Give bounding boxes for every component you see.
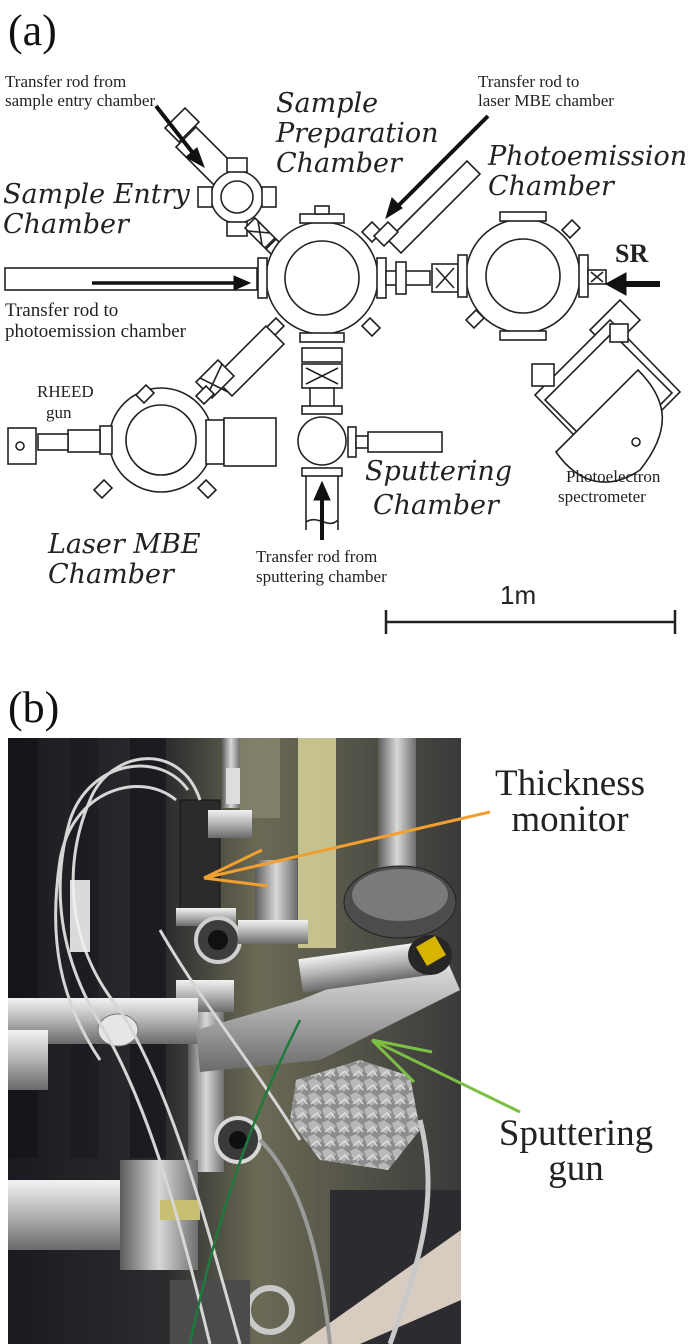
arrows-a	[92, 104, 660, 540]
arrowhead-mbe	[385, 197, 403, 220]
label-sputter-1: Sputtering	[365, 456, 512, 487]
thickness-arrow-head-lower	[203, 876, 269, 888]
green-wire	[188, 1019, 302, 1344]
label-mbe-1: Laser MBE	[47, 529, 201, 560]
label-mbe-2: Chamber	[48, 559, 176, 590]
label-rod-to-mbe-2: laser MBE chamber	[478, 91, 614, 110]
label-sputter-2: Chamber	[373, 490, 501, 521]
label-photo-2: Chamber	[488, 171, 616, 202]
labels-a: Transfer rod from sample entry chamber T…	[3, 72, 687, 590]
apparatus-photo	[8, 738, 461, 1344]
upper-right-column	[378, 738, 416, 878]
arrowhead-sputter	[313, 480, 331, 501]
label-rod-from-sputter-1: Transfer rod from	[256, 547, 377, 566]
label-rod-to-photo-2: photoemission chamber	[5, 321, 187, 342]
label-prep-2: Preparation	[275, 118, 439, 149]
label-prep-3: Chamber	[276, 148, 404, 179]
scale-label: 1m	[500, 580, 536, 610]
label-entry-1: Sample Entry	[3, 179, 191, 210]
arrowhead-entry	[185, 147, 205, 169]
label-thickness-2: monitor	[511, 799, 628, 840]
label-sr: SR	[615, 239, 648, 268]
label-rheed-2: gun	[46, 403, 72, 422]
label-rheed-1: RHEED	[37, 382, 94, 401]
vacuum-system-drawing	[4, 106, 682, 530]
arrowhead-photo	[233, 275, 252, 291]
sputter-arrow-shaft	[371, 1038, 521, 1114]
arrow-rod-to-mbe	[390, 114, 490, 214]
label-spectrometer-2: spectrometer	[558, 487, 646, 506]
label-prep-1: Sample	[276, 88, 378, 119]
label-rod-from-entry-1: Transfer rod from	[5, 72, 126, 91]
scale-bar: 1m	[384, 580, 677, 634]
sputter-arrow-head-upper	[371, 1038, 433, 1054]
panel-b-label: (b)	[8, 683, 59, 732]
thickness-monitor-arrow	[203, 810, 491, 888]
label-thickness-1: Thickness	[495, 763, 645, 804]
arrowhead-sr	[604, 272, 627, 296]
sputter-arrow-head-lower	[370, 1038, 416, 1084]
label-spectrometer-1: Photoelectron	[566, 467, 661, 486]
label-rod-to-mbe-1: Transfer rod to	[478, 72, 579, 91]
panel-a-label: (a)	[8, 6, 57, 55]
label-entry-2: Chamber	[3, 209, 131, 240]
label-rod-to-photo-1: Transfer rod to	[5, 300, 118, 321]
labels-b: Thickness monitor Sputtering gun	[495, 763, 653, 1189]
aluminum-foil	[290, 1060, 420, 1170]
label-photo-1: Photoemission	[487, 141, 687, 172]
thickness-arrow-head-upper	[203, 848, 263, 880]
label-sputtering-gun-2: gun	[548, 1148, 604, 1189]
thickness-arrow-shaft	[203, 810, 491, 880]
panel-b: (b)	[8, 683, 653, 1344]
panel-a: (a)	[3, 6, 687, 634]
label-rod-from-sputter-2: sputtering chamber	[256, 567, 387, 586]
label-sputtering-gun-1: Sputtering	[499, 1113, 653, 1154]
sputtering-gun-arrow	[370, 1038, 521, 1114]
yellow-pillar	[298, 738, 336, 948]
label-rod-from-entry-2: sample entry chamber	[5, 91, 155, 110]
